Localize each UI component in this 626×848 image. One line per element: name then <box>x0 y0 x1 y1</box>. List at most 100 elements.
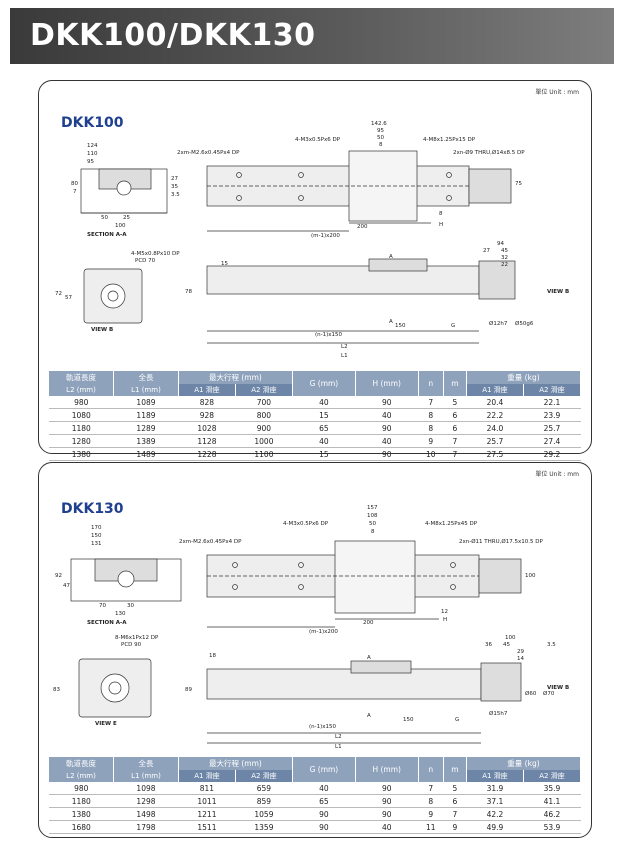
table-cell: 8 <box>418 408 444 422</box>
dim-8-top: 8 <box>379 142 383 148</box>
dim-g: G <box>455 717 460 723</box>
section-screw <box>116 180 132 196</box>
section-label: SECTION A-A <box>87 620 127 626</box>
table-cell: 1000 <box>235 434 293 448</box>
col-weight-a1: A1 滑座 <box>466 770 524 782</box>
tap-label-4: 2xn-Ø9 THRU,Ø14x8.5 DP <box>453 150 525 156</box>
col-n: n <box>418 371 444 396</box>
table-cell: 46.2 <box>523 807 581 821</box>
table-cell: 6 <box>443 794 467 808</box>
view-label: VIEW E <box>95 721 117 727</box>
col-weight: 重量 (kg) <box>466 757 582 770</box>
table-cell: 9 <box>418 434 444 448</box>
table-cell: 49.9 <box>466 820 524 834</box>
dim-7: 7 <box>73 189 77 195</box>
dim-200: 200 <box>357 224 368 230</box>
table-cell: 40 <box>355 434 419 448</box>
table-cell: 5 <box>443 782 467 795</box>
dim-124: 124 <box>87 143 98 149</box>
table-cell: 1798 <box>113 820 179 834</box>
dim-50-top: 50 <box>369 521 376 527</box>
dim-80: 80 <box>71 181 78 187</box>
dim-22: 22 <box>501 262 508 268</box>
dim-47: 47 <box>63 583 70 589</box>
col-h: H (mm) <box>355 757 419 782</box>
dim-131: 131 <box>91 541 102 547</box>
spec-table: 軌道長度 全長 最大行程 (mm) G (mm) H (mm) n m 重量 (… <box>49 371 582 461</box>
table-cell: 1298 <box>113 794 179 808</box>
page-title: DKK100/DKK130 <box>30 18 316 53</box>
section-label: SECTION A-A <box>87 232 127 238</box>
col-weight-a1: A1 滑座 <box>466 384 524 396</box>
col-weight: 重量 (kg) <box>466 371 582 384</box>
section-screw <box>117 570 135 588</box>
table-cell: 23.9 <box>523 408 581 422</box>
col-stroke-a2: A2 滑座 <box>235 770 293 782</box>
col-stroke-a1: A1 滑座 <box>178 384 236 396</box>
dim-110: 110 <box>87 151 98 157</box>
table-cell: 27.4 <box>523 434 581 448</box>
dim-l1: L1 <box>341 353 348 359</box>
dim-h: H <box>439 222 444 228</box>
table-cell: 1389 <box>113 434 179 448</box>
section-arrow-top: A <box>389 254 393 260</box>
table-cell: 40 <box>292 434 356 448</box>
pitch-top: (m-1)x200 <box>311 233 340 239</box>
table-cell: 8 <box>418 421 444 435</box>
dim-27: 27 <box>171 176 178 182</box>
table-cell: 90 <box>355 807 419 821</box>
dim-75: 75 <box>515 181 522 187</box>
dim-30: 30 <box>127 603 134 609</box>
side-view-motor <box>478 260 516 300</box>
col-total: 全長 <box>113 371 179 384</box>
col-total-unit: L1 (mm) <box>113 770 179 782</box>
dim-36: 36 <box>485 642 492 648</box>
table-cell: 1380 <box>49 447 114 461</box>
table-cell: 37.1 <box>466 794 524 808</box>
dim-83: 83 <box>53 687 60 693</box>
dim-150: 150 <box>91 533 102 539</box>
col-rail: 軌道長度 <box>49 757 115 770</box>
col-stroke: 最大行程 (mm) <box>178 371 293 384</box>
table-cell: 659 <box>235 782 293 795</box>
table-cell: 9 <box>418 807 444 821</box>
table-cell: 1080 <box>49 408 114 422</box>
view-label: VIEW B <box>91 327 114 333</box>
table-cell: 1680 <box>49 820 114 834</box>
dim-108: 108 <box>367 513 378 519</box>
col-h: H (mm) <box>355 371 419 396</box>
dim-45: 45 <box>501 248 508 254</box>
table-cell: 31.9 <box>466 782 524 795</box>
col-weight-a2: A2 滑座 <box>523 384 582 396</box>
dim-89: 89 <box>185 687 192 693</box>
table-cell: 800 <box>235 408 293 422</box>
dim-150: 150 <box>403 717 414 723</box>
dim-50: 50 <box>101 215 108 221</box>
side-view-carriage <box>350 660 412 674</box>
side-view-carriage <box>368 258 428 272</box>
dim-50-top: 50 <box>377 135 384 141</box>
top-view-motor <box>478 558 522 594</box>
table-cell: 40 <box>355 820 419 834</box>
dim-57: 57 <box>65 295 72 301</box>
tap-label-5: 4-M5x0.8Px10 DP <box>131 251 180 257</box>
table-cell: 24.0 <box>466 421 524 435</box>
view-b-label: VIEW B <box>547 289 570 295</box>
col-total: 全長 <box>113 757 179 770</box>
table-cell: 980 <box>49 782 114 795</box>
dim-shaft: Ø15h7 <box>489 711 508 717</box>
table-cell: 1089 <box>113 396 179 409</box>
dim-12: 12 <box>441 609 448 615</box>
dim-h: H <box>443 617 448 623</box>
tap-label-2: 4-M3x0.5Px6 DP <box>295 137 341 143</box>
col-stroke-a2: A2 滑座 <box>235 384 293 396</box>
dim-142-6: 142.6 <box>371 121 387 127</box>
col-g: G (mm) <box>292 371 356 396</box>
model-title: DKK130 <box>61 501 124 517</box>
dim-27-side: 27 <box>483 248 490 254</box>
table-cell: 1180 <box>49 421 114 435</box>
